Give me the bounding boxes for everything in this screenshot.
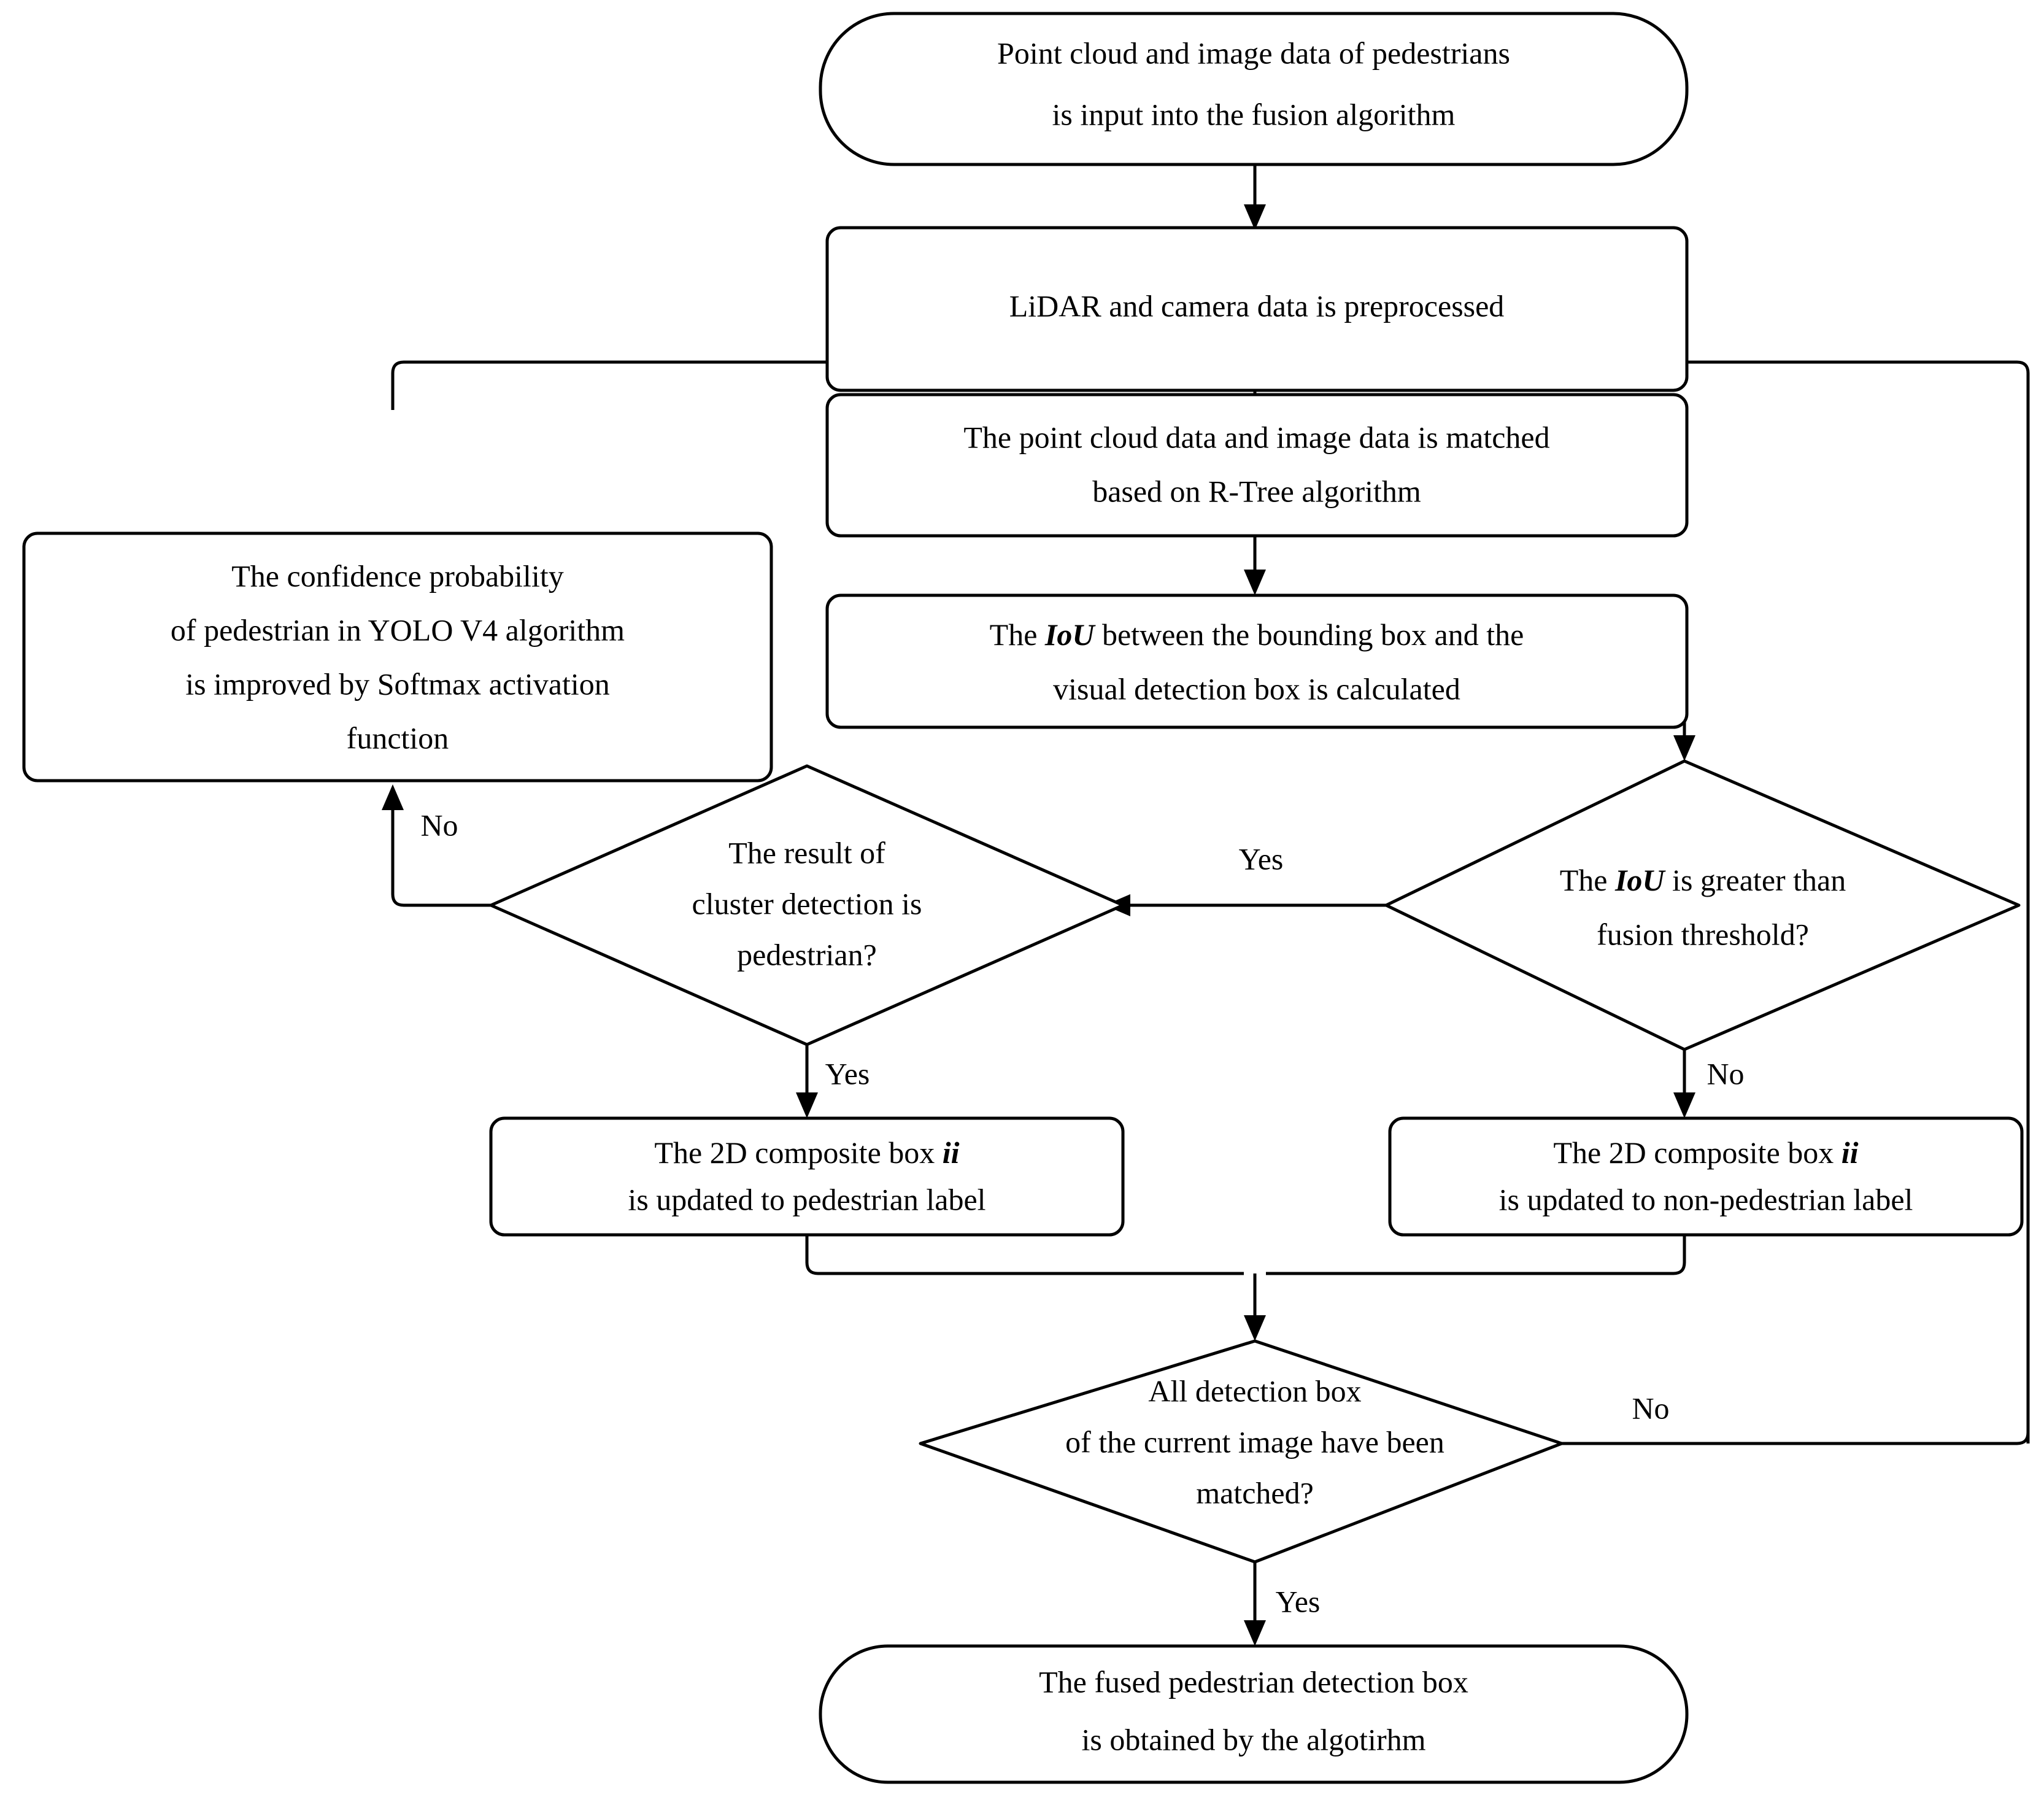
node-confidence-line2: of pedestrian in YOLO V4 algorithm [171, 613, 625, 647]
node-preprocess-shape [825, 226, 1689, 392]
node-iou-decision-shape [1384, 759, 2021, 1051]
node-label-non-pedestrian-shape [1388, 1116, 2024, 1237]
node-label-pedestrian-line1-em: ii [943, 1135, 960, 1170]
arrowhead-merge-to-all-matched [1244, 1315, 1266, 1341]
node-label-non-pedestrian-line2: is updated to non-pedestrian label [1499, 1182, 1913, 1216]
node-label-pedestrian-shape [489, 1116, 1125, 1237]
node-iou-calc-line2: visual detection box is calculated [1053, 671, 1460, 706]
node-all-matched-line3: matched? [1196, 1475, 1314, 1510]
node-confidence-line3: is improved by Softmax activation [185, 667, 610, 701]
node-preprocess-line1: LiDAR and camera data is preprocessed [1009, 288, 1505, 323]
arrowhead-all-matched-yes-to-end [1244, 1620, 1266, 1646]
node-label-pedestrian-line1-pre: The 2D composite box [654, 1135, 942, 1170]
node-end-line1: The fused pedestrian detection box [1039, 1664, 1468, 1699]
node-iou-calc-line1: The IoU between the bounding box and the [990, 617, 1524, 652]
edge-label-iou-no: No [1707, 1056, 1744, 1091]
arrowhead-cluster-yes-to-label-ped [796, 1092, 818, 1118]
node-start-line2: is input into the fusion algorithm [1052, 97, 1456, 131]
arrowhead-match-to-iou-calc [1244, 570, 1266, 595]
node-match-line2: based on R-Tree algorithm [1092, 474, 1421, 508]
node-iou-decision-line2: fusion threshold? [1597, 917, 1809, 951]
node-match-shape [825, 393, 1689, 538]
node-end-shape [819, 1644, 1689, 1784]
node-cluster-decision-line1: The result of [728, 835, 885, 870]
edge-label-nonped-to-merge [1266, 1232, 1686, 1275]
node-iou-calc-line1-pre: The [990, 617, 1045, 652]
arrowhead-cluster-no-to-confidence [382, 784, 404, 810]
node-all-matched-line1: All detection box [1148, 1374, 1361, 1408]
node-iou-decision-line1-post: is greater than [1665, 863, 1846, 897]
node-label-pedestrian-line2: is updated to pedestrian label [628, 1182, 985, 1216]
node-iou-calc-line1-post: between the bounding box and the [1094, 617, 1524, 652]
edge-label-all-matched-yes: Yes [1276, 1584, 1321, 1618]
node-cluster-decision-line3: pedestrian? [737, 937, 877, 972]
node-end-line2: is obtained by the algotirhm [1081, 1722, 1425, 1756]
node-label-non-pedestrian-line1: The 2D composite box ii [1553, 1135, 1858, 1170]
node-iou-calc-line1-em: IoU [1044, 617, 1096, 652]
edge-label-cluster-no: No [420, 808, 458, 842]
node-start-line1: Point cloud and image data of pedestrian… [997, 36, 1510, 70]
node-start-shape [819, 12, 1689, 166]
node-confidence-line1: The confidence probability [231, 558, 563, 593]
edge-cluster-no-to-confidence [391, 804, 491, 907]
node-iou-decision-line1: The IoU is greater than [1560, 863, 1846, 897]
node-confidence-shape [22, 531, 773, 783]
node-match-line1: The point cloud data and image data is m… [963, 420, 1549, 454]
arrowhead-iou-calc-to-iou-decision [1673, 735, 1695, 761]
edge-label-cluster-yes: Yes [825, 1056, 870, 1091]
node-all-matched-decision-shape [919, 1339, 1564, 1564]
node-label-non-pedestrian-line1-em: ii [1842, 1135, 1859, 1170]
node-confidence-line4: function [347, 721, 449, 755]
node-iou-decision-line1-em: IoU [1614, 863, 1666, 897]
node-label-non-pedestrian-line1-pre: The 2D composite box [1553, 1135, 1841, 1170]
arrowhead-iou-no-to-label-nonped [1673, 1092, 1695, 1118]
node-iou-decision-line1-pre: The [1560, 863, 1615, 897]
node-cluster-decision-shape [489, 764, 1125, 1046]
node-all-matched-line2: of the current image have been [1065, 1424, 1444, 1459]
arrowhead-start-to-preprocess [1244, 204, 1266, 230]
edge-label-ped-to-merge [805, 1232, 1244, 1275]
node-label-pedestrian-line1: The 2D composite box ii [654, 1135, 959, 1170]
node-iou-calc-shape [825, 593, 1689, 729]
edge-label-iou-yes: Yes [1239, 841, 1284, 876]
edge-label-all-matched-no: No [1632, 1391, 1669, 1425]
node-cluster-decision-line2: cluster detection is [692, 886, 922, 921]
edge-all-matched-no-to-loopback [1562, 1432, 2030, 1445]
